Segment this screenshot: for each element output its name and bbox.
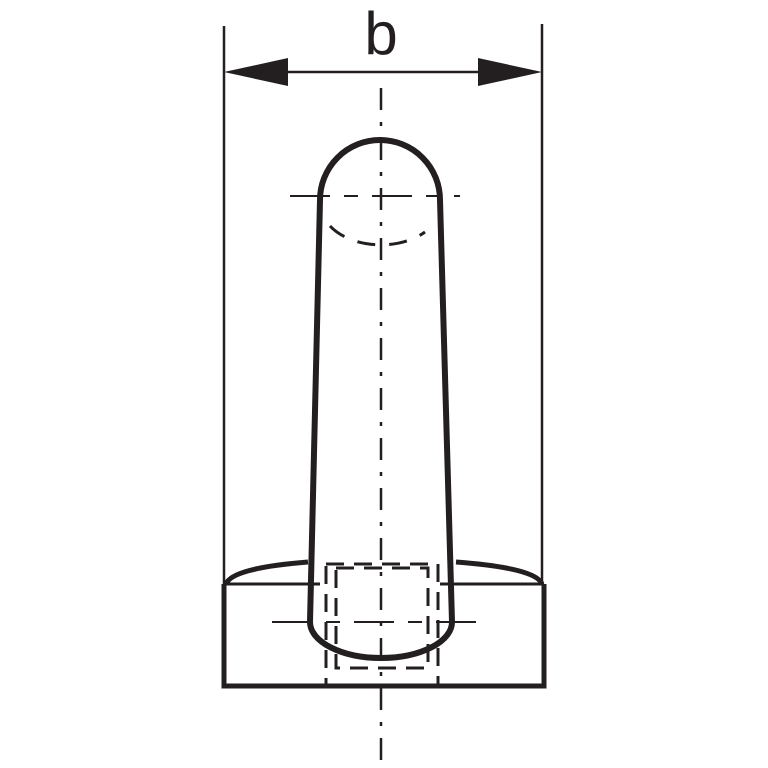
base-dome-right [455, 559, 545, 586]
hidden-bore-inner [334, 566, 430, 670]
right-arrowhead-icon [478, 58, 542, 86]
base-block [221, 584, 547, 689]
base-dome-left [223, 559, 309, 586]
hidden-bore-outer [324, 562, 440, 688]
left-arrowhead-icon [224, 58, 288, 86]
hidden-arc [328, 224, 426, 247]
dimension-label: b [364, 0, 397, 67]
